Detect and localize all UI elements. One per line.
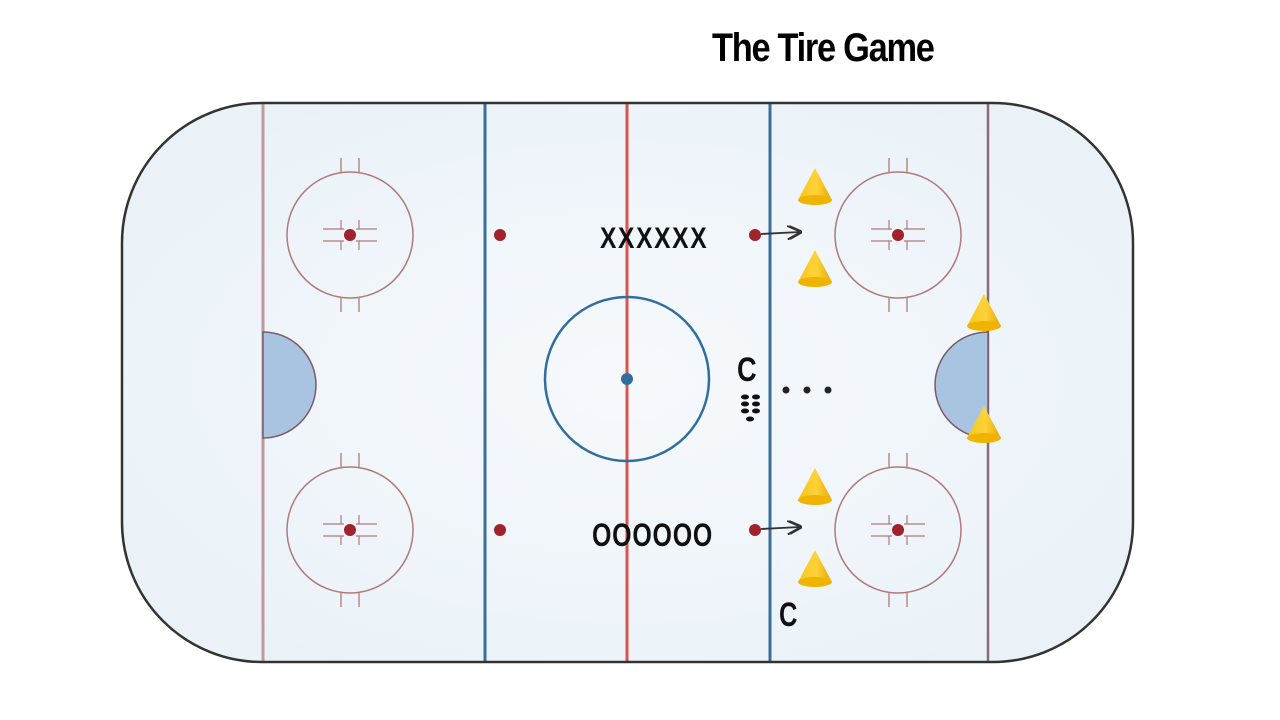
puck-pile-icon (741, 394, 760, 422)
rink-boards (120, 101, 1135, 664)
diagram-title: The Tire Game (712, 26, 935, 70)
coach-bottom: C (779, 597, 797, 634)
puck-start-bottom (749, 524, 761, 536)
neutral-dot-bottom-left (494, 524, 506, 536)
center-circle (543, 295, 711, 463)
center-faceoff-dot (621, 373, 633, 385)
arrow-bottom (760, 527, 800, 529)
puck-dots (782, 386, 832, 394)
left-goal-crease (262, 331, 317, 439)
arrow-top (760, 232, 800, 234)
player-group-o: OOOOOO (592, 518, 713, 554)
coach-center: C (737, 350, 757, 389)
puck-start-top (749, 229, 761, 241)
player-group-x: XXXXXX (600, 221, 708, 255)
neutral-dot-top-left (494, 229, 506, 241)
